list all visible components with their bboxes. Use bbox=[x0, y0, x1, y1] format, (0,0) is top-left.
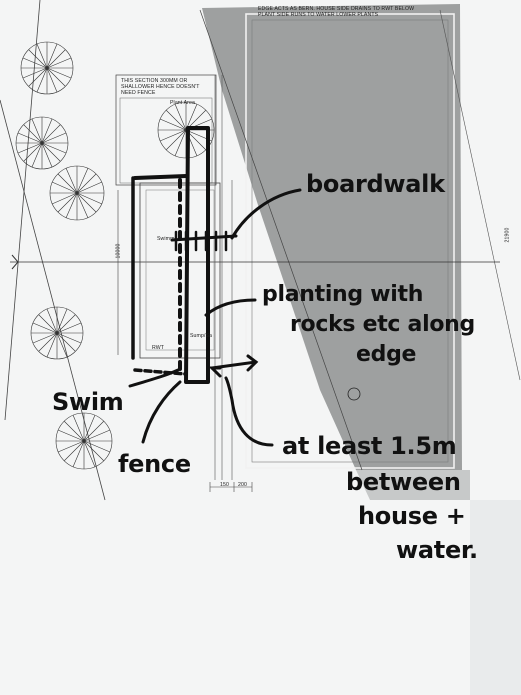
planting-annotation-line2: rocks etc along bbox=[290, 312, 475, 337]
dimension-vertical-label: 10000 bbox=[115, 243, 122, 259]
top-note-line2: PLANT SIDE RUNS TO WATER LOWER PLANTS bbox=[258, 12, 379, 18]
sump-label: Sump/Sa bbox=[190, 333, 213, 339]
distance-pointer bbox=[224, 376, 274, 447]
swim-annotation: Swim bbox=[52, 388, 124, 416]
dimension-right-label: 21900 bbox=[504, 227, 511, 243]
drain-circle bbox=[347, 387, 361, 401]
section-note-box bbox=[115, 74, 217, 186]
distance-annotation-line1: at least 1.5m bbox=[282, 432, 457, 460]
boardwalk-marker bbox=[131, 126, 238, 384]
distance-annotation-line3: house + bbox=[358, 502, 466, 530]
tree-5 bbox=[30, 306, 84, 360]
plant-area-label: Plant Area bbox=[170, 100, 195, 106]
distance-annotation-line2: between bbox=[346, 468, 461, 496]
tree-6 bbox=[55, 412, 113, 470]
axis-arrow bbox=[11, 254, 19, 270]
top-note-line1: EDGE ACTS AS BERN. HOUSE SIDE DRAINS TO … bbox=[258, 6, 415, 12]
tree-1 bbox=[20, 41, 74, 95]
house-outline bbox=[245, 13, 455, 469]
fence-arrow bbox=[141, 380, 182, 444]
annotation-arrows bbox=[128, 188, 302, 447]
tree-3 bbox=[49, 165, 105, 221]
house-block bbox=[202, 4, 462, 470]
tree-2 bbox=[15, 116, 69, 170]
boardwalk-annotation: boardwalk bbox=[306, 170, 445, 198]
house-lower-shade bbox=[356, 470, 470, 500]
swimming-label: Swimm bbox=[157, 236, 175, 242]
planting-arrow bbox=[204, 298, 257, 317]
boardwalk-arrow bbox=[230, 188, 302, 240]
swim-arrow bbox=[128, 368, 180, 388]
section-note-line1: THIS SECTION 300MM OR bbox=[121, 78, 188, 84]
boundary-line-diagonal bbox=[199, 9, 363, 471]
planting-annotation-line1: planting with bbox=[262, 282, 424, 307]
planting-annotation-line3: edge bbox=[356, 342, 417, 367]
section-note-line3: NEED FENCE bbox=[121, 90, 156, 96]
dim-bottom-1: 150 bbox=[220, 482, 229, 488]
boundary-line-right bbox=[439, 9, 521, 381]
distance-annotation-line4: water. bbox=[396, 536, 478, 564]
house-inner-outline bbox=[251, 19, 449, 463]
section-note-line2: SHALLOWER HENCE DOESN'T bbox=[121, 84, 200, 90]
dim-bottom-2: 200 bbox=[238, 482, 247, 488]
fence-annotation: fence bbox=[118, 450, 191, 478]
boundary-line-left-2 bbox=[4, 0, 41, 421]
rwt-label: RWT bbox=[152, 345, 165, 351]
